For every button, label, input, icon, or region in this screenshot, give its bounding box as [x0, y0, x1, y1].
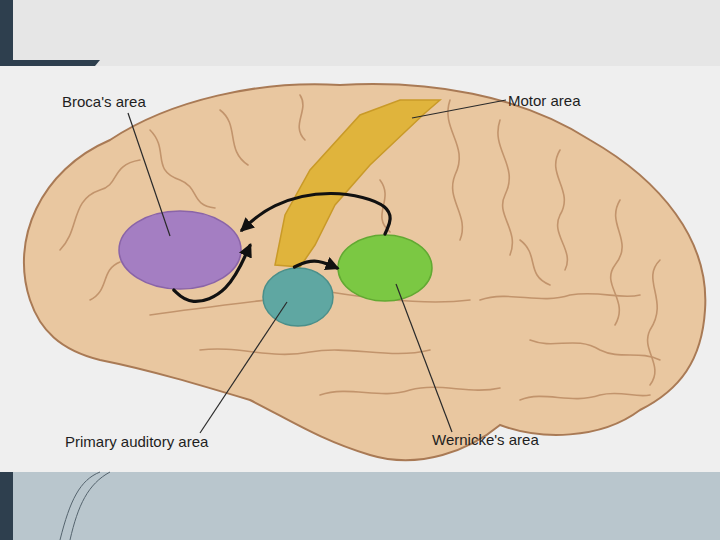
brain-outline [24, 84, 705, 460]
sulcus [90, 262, 120, 300]
brain-region: Primary auditory area [262, 267, 334, 327]
central-sulcus [448, 100, 462, 240]
region-blob [119, 211, 241, 289]
sulcus [556, 150, 568, 270]
region-label: Primary auditory area [65, 433, 208, 451]
sulcus [220, 110, 248, 165]
sulcus [320, 387, 500, 395]
leader-lines [128, 100, 506, 433]
region-label: Motor area [508, 92, 581, 110]
panel [0, 66, 720, 472]
bottom-band [0, 472, 720, 540]
signal-arrow [294, 261, 337, 268]
side-strip [0, 0, 13, 60]
leader-line [396, 284, 452, 432]
region-shape [262, 267, 334, 327]
sulcus [150, 130, 215, 208]
edge-group [174, 193, 390, 301]
region-blob [338, 235, 432, 301]
sulcus [520, 393, 650, 400]
region-blob [263, 268, 333, 326]
sulcus [498, 120, 512, 255]
sulcus [299, 95, 305, 140]
region-label: Wernicke's area [432, 431, 539, 449]
sulcus [480, 294, 640, 300]
sulcus [200, 349, 430, 354]
brain-region: Wernicke's area [337, 234, 433, 302]
leader-line [128, 113, 170, 236]
brain-region: Broca's area [118, 210, 242, 290]
leader-line [200, 302, 287, 433]
region-label: Broca's area [62, 93, 146, 111]
deco-line [70, 472, 110, 540]
corner-wedge [0, 60, 100, 66]
sulcus [648, 260, 660, 385]
side-strip [0, 472, 13, 540]
region-shape [337, 234, 433, 302]
leader-line [412, 100, 506, 118]
sulcus [380, 180, 390, 232]
gyri [60, 95, 660, 400]
sulcus [520, 240, 550, 285]
signal-arrow [174, 246, 250, 302]
signal-arrow [242, 193, 390, 234]
sulcus [611, 200, 622, 325]
sulcus [530, 340, 660, 360]
region-shape [118, 210, 242, 290]
